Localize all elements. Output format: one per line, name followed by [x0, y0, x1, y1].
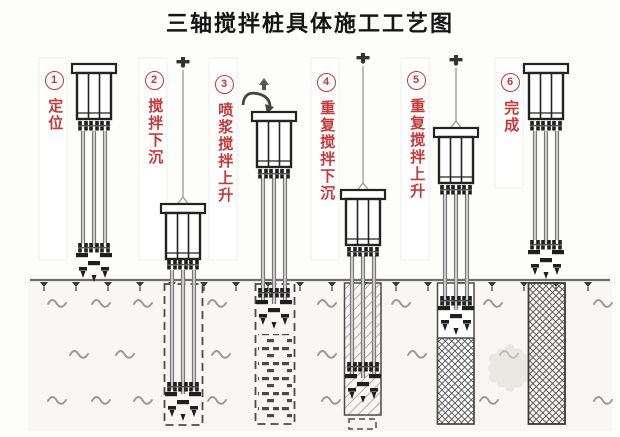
grouted-column-stage-3: [254, 283, 296, 425]
stage-number-badge: 1: [44, 71, 64, 90]
stage-label-1: 1 定位: [40, 71, 68, 132]
label-strips: [38, 57, 524, 261]
stage-label-text: 搅拌下沉: [146, 98, 164, 166]
finished-pile-stage-6: [527, 282, 566, 425]
hoist-pulley-icon: [176, 57, 190, 68]
stage-6-rig: [522, 62, 570, 279]
stage-label-3: 3 喷浆搅拌上升: [210, 75, 238, 204]
stage-label-4: 4 重复搅拌下沉: [312, 73, 340, 202]
diagram-title: 三轴搅拌桩具体施工工艺图: [165, 11, 454, 37]
stage-label-5: 5 重复搅拌上升: [402, 71, 430, 200]
stage-number-badge: 2: [144, 71, 164, 90]
up-arrow-icon: [259, 78, 269, 90]
stage-4-rig: [339, 53, 387, 403]
stage-number-badge: 6: [500, 73, 520, 92]
hoist-pulley-icon: [449, 55, 463, 66]
stage-label-6: 6 完成: [496, 73, 524, 134]
stage-label-text: 重复搅拌上升: [408, 98, 426, 200]
stage-2-rig: [159, 57, 207, 421]
stage-label-text: 喷浆搅拌上升: [216, 102, 234, 204]
stage-label-2: 2 搅拌下沉: [140, 71, 168, 166]
grout-injection-arrow-icon: [241, 91, 272, 108]
hoist-pulley-icon: [356, 53, 370, 64]
stage-label-text: 完成: [502, 100, 520, 134]
stage-number-badge: 4: [316, 73, 336, 92]
ground-line: [30, 278, 610, 292]
stage-number-badge: 5: [406, 71, 426, 90]
stage-1-rig: [70, 62, 118, 282]
stage-number-badge: 3: [214, 75, 234, 94]
watermark-logo: [488, 344, 532, 392]
stage-5-rig: [432, 55, 480, 335]
stage-3-rig: [241, 78, 298, 329]
stage-label-text: 定位: [46, 98, 64, 132]
stage-label-text: 重复搅拌下沉: [318, 100, 336, 202]
